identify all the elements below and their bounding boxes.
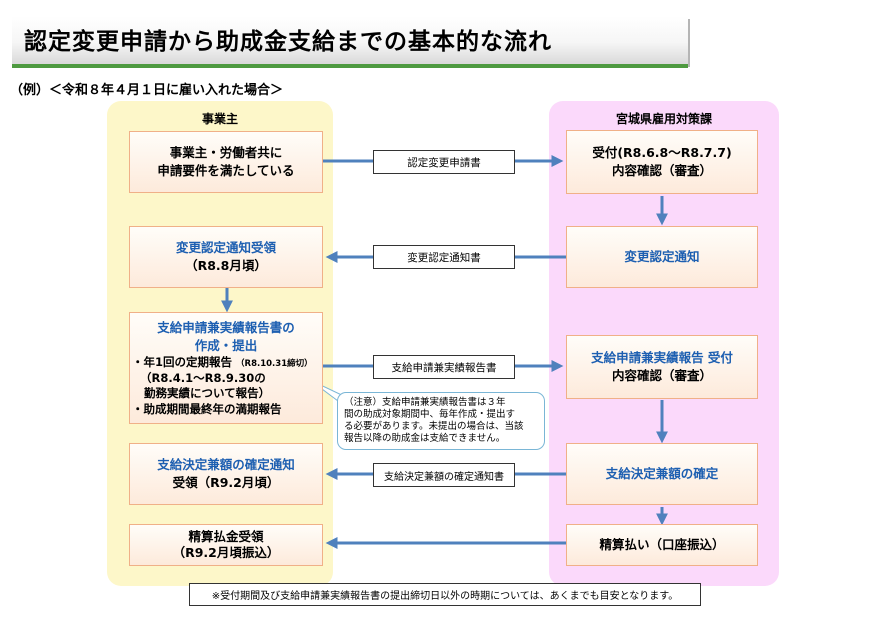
notice-received-box: 変更認定通知受領 （R8.8月頃） — [129, 226, 323, 288]
reception-line-1: 受付(R8.6.8～R8.7.7) — [592, 144, 732, 160]
decision-received-box: 支給決定兼額の確定通知 受領（R9.2月頃） — [129, 443, 323, 505]
reception-box: 受付(R8.6.8～R8.7.7) 内容確認（審査） — [566, 130, 758, 194]
report-item-period: （R8.4.1～R8.9.30の — [140, 370, 266, 385]
report-items: ・年1回の定期報告 （R8.10.31締切） （R8.4.1～R8.9.30の … — [128, 355, 324, 417]
note-callout: （注意）支給申請兼実績報告書は３年 間の助成対象期間中、毎年作成・提出す る必要… — [337, 392, 545, 450]
change-notice-text: 変更認定通知 — [624, 248, 700, 264]
note-line-2: 間の助成対象期間中、毎年作成・提出す — [344, 409, 516, 421]
report-item-final: ・助成期間最終年の満期報告 — [132, 401, 282, 416]
requirements-line-1: 事業主・労働者共に — [169, 144, 283, 160]
report-item-period-note: 勤務実績について報告） — [144, 386, 271, 401]
report-title-line-2: 作成・提出 — [194, 338, 258, 354]
requirements-line-2: 申請要件を満たしている — [157, 163, 295, 178]
note-line-3: る必要があります。未提出の場合は、当該 — [344, 421, 524, 433]
office-column-heading: 宮城県雇用対策課 — [615, 112, 712, 126]
doc-label-report: 支給申請兼実績報告書 — [373, 355, 515, 379]
decision-box: 支給決定兼額の確定 — [566, 443, 758, 505]
note-line-4: 報告以降の助成金は支給できません。 — [344, 433, 506, 445]
requirements-box: 事業主・労働者共に 申請要件を満たしている — [129, 131, 323, 193]
doc-label-change-notice: 変更認定通知書 — [373, 245, 515, 269]
title-underline — [12, 64, 688, 68]
example-caption: （例）＜令和８年４月１日に雇い入れた場合＞ — [10, 83, 284, 98]
note-line-1: （注意）支給申請兼実績報告書は３年 — [344, 397, 506, 408]
settlement-received-box: 精算払金受領 （R9.2月頃振込） — [129, 524, 323, 566]
doc-label-application: 認定変更申請書 — [373, 150, 515, 174]
settlement-box: 精算払い（口座振込） — [566, 524, 758, 566]
report-title-line-1: 支給申請兼実績報告書の — [157, 320, 295, 335]
notice-received-line-1: 変更認定通知受領 — [175, 239, 276, 255]
report-deadline: （R8.10.31締切） — [236, 359, 313, 370]
page-title: 認定変更申請から助成金支給までの基本的な流れ — [12, 16, 688, 64]
settlement-text: 精算払い（口座振込） — [599, 536, 725, 552]
decision-text: 支給決定兼額の確定 — [605, 465, 719, 481]
decision-received-line-1: 支給決定兼額の確定通知 — [157, 456, 295, 472]
employer-column-heading: 事業主 — [201, 112, 238, 126]
reception-line-2: 内容確認（審査） — [611, 163, 712, 178]
report-reception-line-2: 内容確認（審査） — [611, 368, 712, 383]
settlement-received-line-1: 精算払金受領 — [188, 528, 264, 544]
report-reception-line-1: 支給申請兼実績報告 受付 — [591, 349, 733, 365]
report-preparation-box: 支給申請兼実績報告書の 作成・提出 ・年1回の定期報告 （R8.10.31締切）… — [129, 312, 323, 424]
settlement-received-line-2: （R9.2月頃振込） — [172, 545, 280, 560]
report-item-annual: ・年1回の定期報告 （R8.10.31締切） — [132, 355, 324, 371]
decision-received-line-2: 受領（R9.2月頃） — [172, 475, 280, 490]
report-reception-box: 支給申請兼実績報告 受付 内容確認（審査） — [566, 335, 758, 399]
footnote: ※受付期間及び支給申請兼実績報告書の提出締切日以外の時期については、あくまでも目… — [189, 583, 701, 606]
doc-label-decision-notice: 支給決定兼額の確定通知書 — [373, 463, 515, 487]
change-notice-box: 変更認定通知 — [566, 226, 758, 288]
page-title-text: 認定変更申請から助成金支給までの基本的な流れ — [24, 29, 552, 55]
report-item-annual-text: ・年1回の定期報告 — [132, 355, 233, 370]
notice-received-line-2: （R8.8月頃） — [185, 258, 267, 273]
